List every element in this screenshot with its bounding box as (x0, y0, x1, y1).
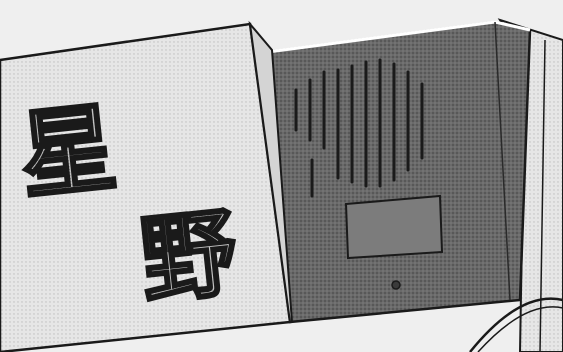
intercom-speaker-icon (294, 58, 424, 198)
intercom-side-edge (494, 21, 511, 301)
foreground-curve-inner (477, 306, 563, 352)
nameplate: 星 野 (0, 20, 294, 352)
intercom-body (266, 20, 532, 324)
intercom-unit (266, 20, 532, 324)
nameplate-side (248, 20, 294, 323)
foreground-curve (469, 297, 563, 352)
nameplate-char-2: 野 (135, 196, 242, 317)
intercom-screen (344, 194, 444, 260)
nameplate-char-1: 星 (15, 91, 122, 212)
call-button-icon (391, 280, 401, 290)
